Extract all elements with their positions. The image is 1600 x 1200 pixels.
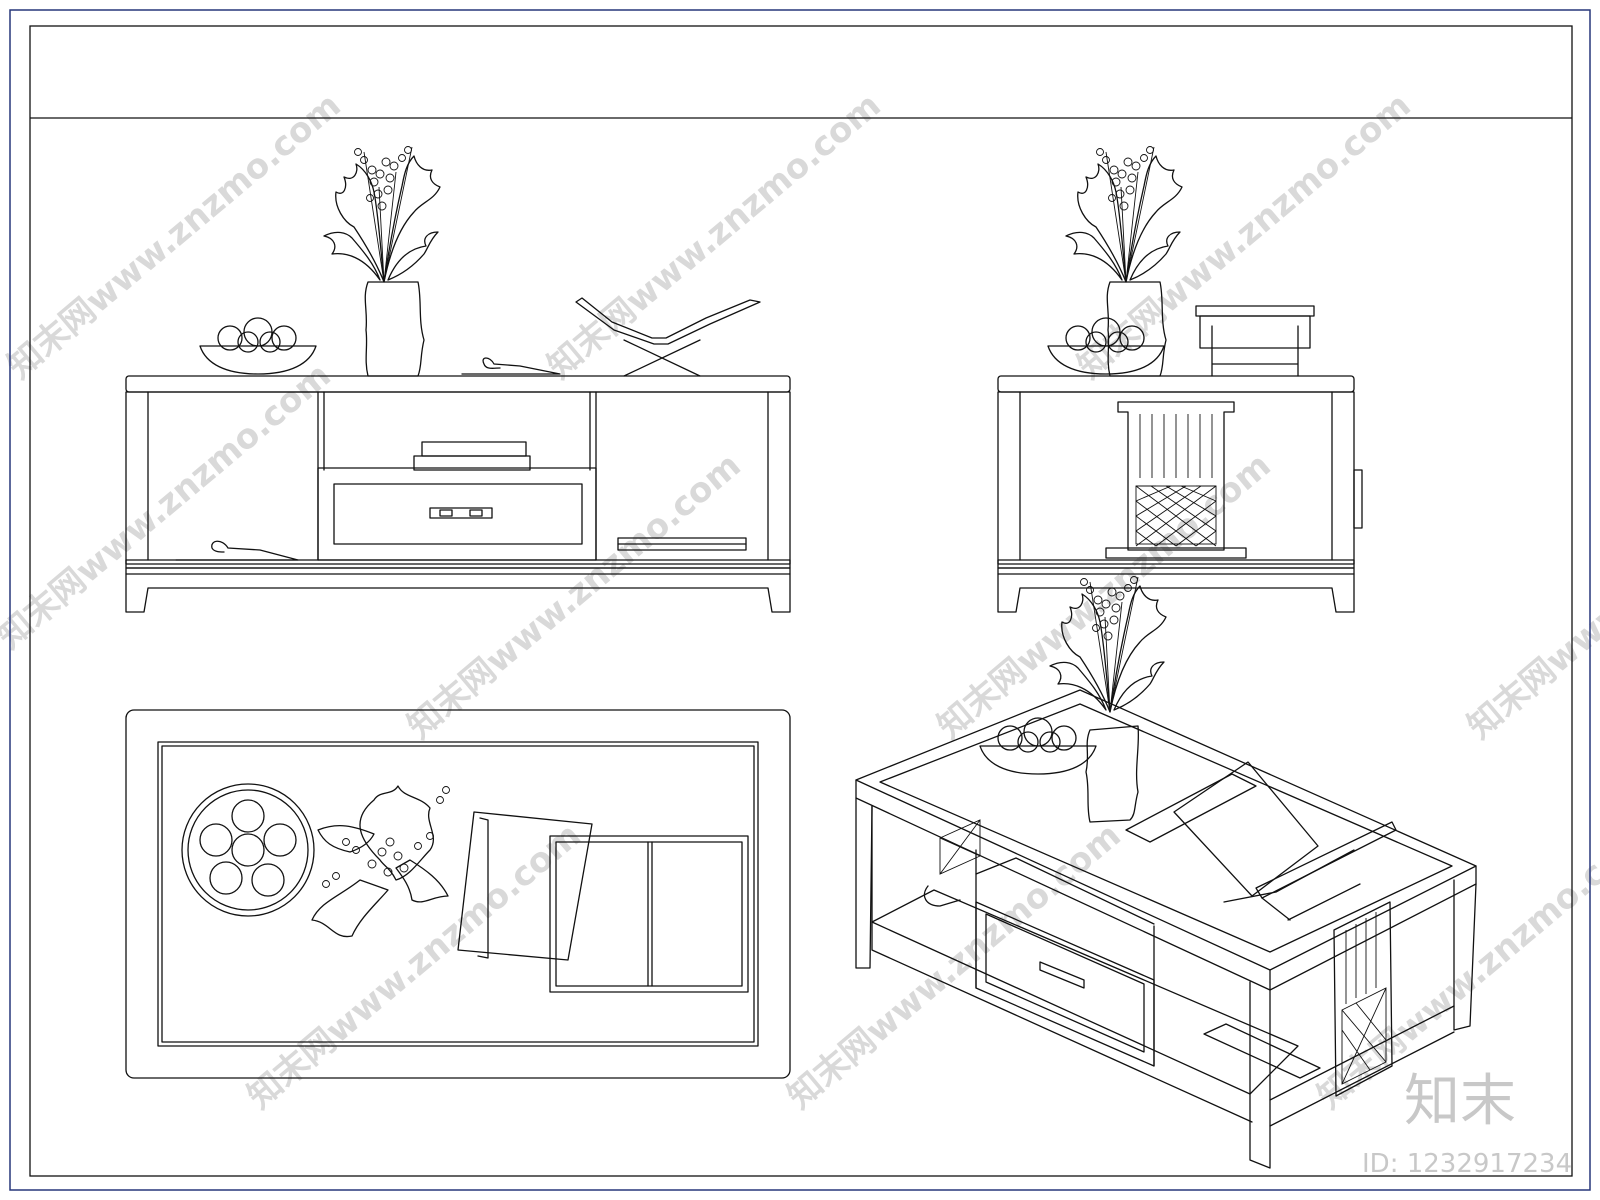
watermark-site-text: 知末网www.znzmo.com (780, 815, 1129, 1117)
watermark-logo: 知末 ID: 1232917234 (1362, 1069, 1572, 1179)
scissors-icon (175, 540, 299, 561)
cabinet-body (125, 391, 791, 565)
watermark-site-text: 知末网www.znzmo.com (1460, 445, 1600, 747)
plant-top-icon (311, 785, 450, 938)
outer-border (9, 9, 1591, 1191)
drawer (317, 467, 597, 561)
table-top-outline (125, 709, 791, 1079)
perspective-view (855, 575, 1477, 1169)
fruit-bowl-icon (979, 717, 1097, 775)
watermark-site-text: 知末网www.znzmo.com (400, 445, 749, 747)
table-top-inset (157, 741, 759, 1047)
watermark-site-text: 知末网www.znzmo.com (0, 85, 349, 387)
side-cabinet-top (997, 375, 1355, 393)
watermark-site-text: 知末网www.znzmo.com (1070, 85, 1419, 387)
watermark-logo-text: 知末 (1404, 1069, 1516, 1134)
fruit-bowl-icon (199, 317, 317, 375)
book-stand-icon (575, 297, 761, 377)
scissors-icon (461, 357, 561, 375)
fruit-bowl-top-icon (181, 783, 315, 917)
drawer-handle-icon (429, 507, 493, 519)
plant-vase-icon (1065, 145, 1183, 283)
vase-icon (1085, 725, 1140, 823)
side-panel-slats (1117, 401, 1235, 551)
drawer-handle-icon (1039, 961, 1085, 989)
cabinet-top (125, 375, 791, 393)
side-elevation-view (997, 145, 1363, 613)
front-elevation-view (125, 145, 791, 613)
watermark-site-text: 知末网www.znzmo.com (240, 815, 589, 1117)
watermark-id-text: ID: 1232917234 (1362, 1149, 1572, 1179)
sheet-frame (9, 9, 1591, 1191)
cabinet-base (125, 573, 791, 613)
vase-icon (364, 281, 425, 377)
watermark-layer: 知末网www.znzmo.com 知末网www.znzmo.com 知末网www… (0, 85, 1600, 1117)
watermark-site-text: 知末网www.znzmo.com (0, 355, 339, 657)
book-stack-top-icon (457, 811, 749, 993)
inner-border (29, 25, 1573, 1177)
watermark-site-text: 知末网www.znzmo.com (930, 445, 1279, 747)
book-stand-icon (1125, 761, 1397, 921)
side-cabinet-base (997, 573, 1355, 613)
watermark-site-text: 知末网www.znzmo.com (540, 85, 889, 387)
plant-vase-icon (323, 145, 441, 283)
book-stand-side-icon (1195, 305, 1315, 377)
plan-view (125, 709, 791, 1079)
